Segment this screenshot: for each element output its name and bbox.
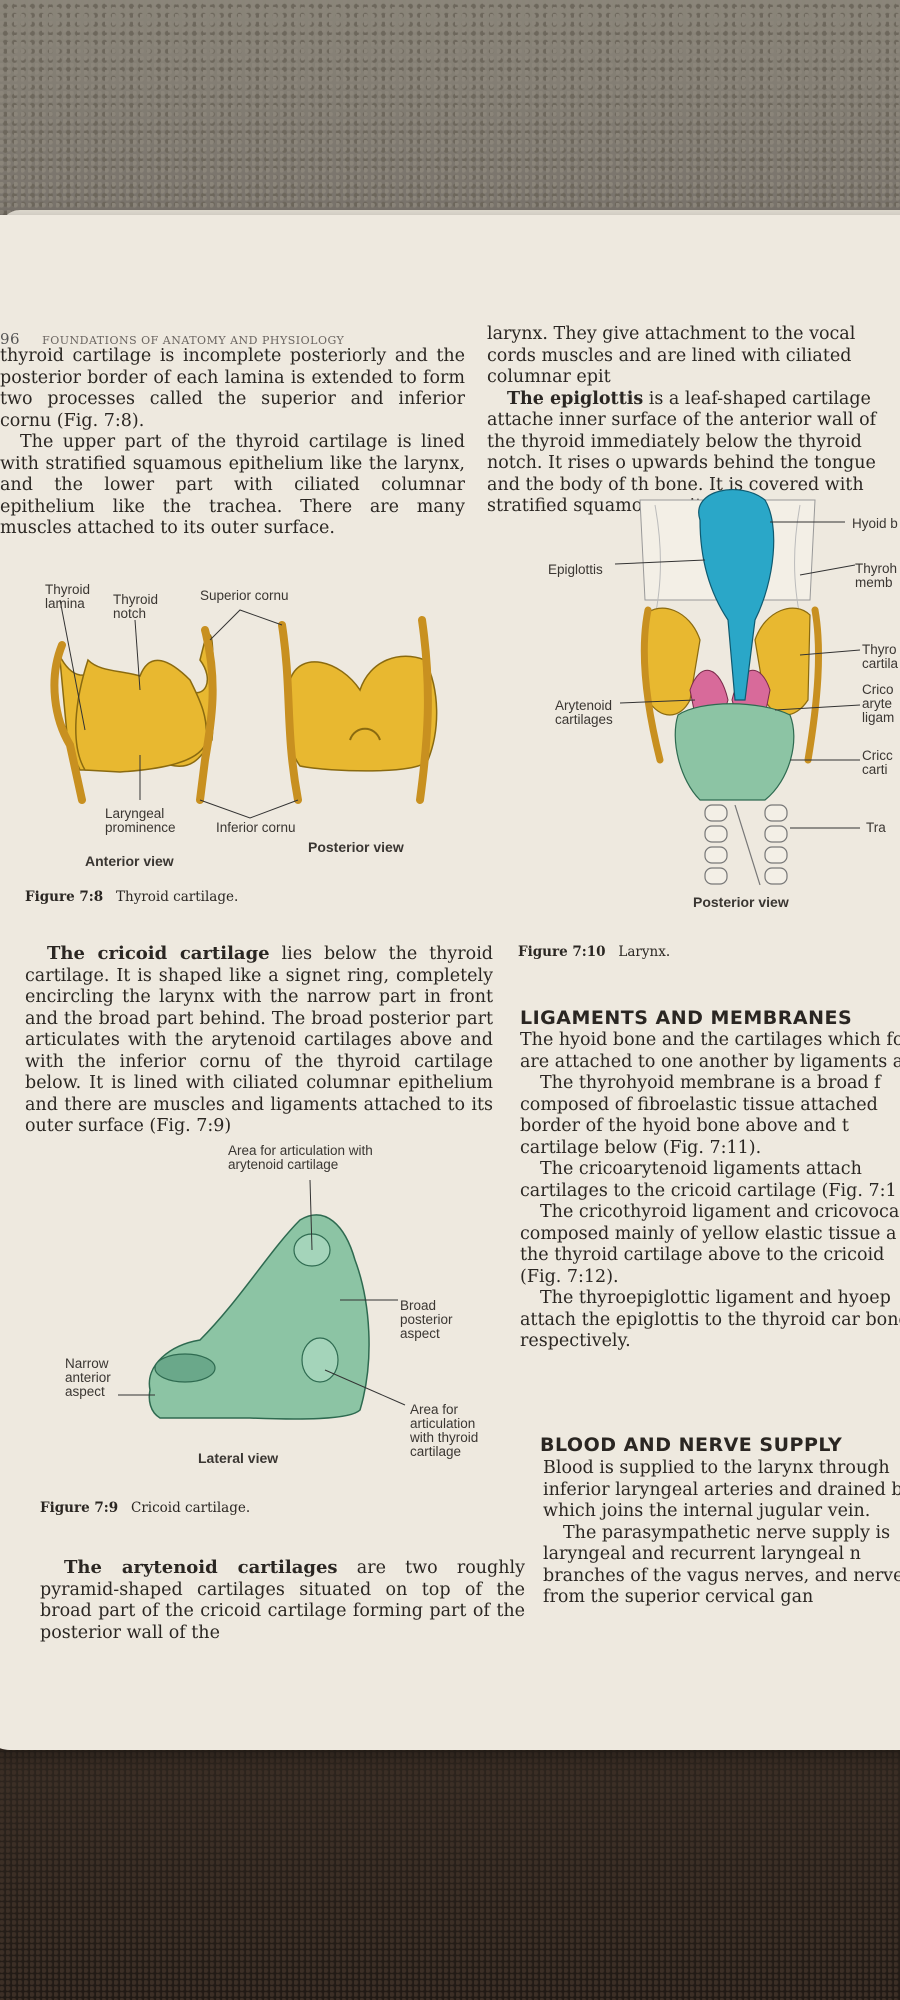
blood-body: Blood is supplied to the larynx through … xyxy=(543,1458,900,1609)
figure-7-8-caption: Figure 7:8 Thyroid cartilage. xyxy=(25,889,238,905)
figure-7-9-caption: Figure 7:9 Cricoid cartilage. xyxy=(40,1500,250,1516)
arytenoid-paragraph: The arytenoid cartilages are two roughly… xyxy=(40,1557,525,1644)
blood-p1: Blood is supplied to the larynx through … xyxy=(543,1458,900,1521)
book-page xyxy=(0,215,900,1750)
ligaments-p4: The cricothyroid ligament and cricovoca … xyxy=(520,1202,900,1287)
ligaments-p5: The thyroepiglottic ligament and hyoep a… xyxy=(520,1288,900,1351)
figure-7-8-number: Figure 7:8 xyxy=(25,889,104,905)
background-carpet-top xyxy=(0,0,900,240)
ligaments-p3: The cricoarytenoid ligaments attach cart… xyxy=(520,1159,897,1201)
arytenoid-heading: The arytenoid cartilages xyxy=(64,1557,338,1578)
figure-7-10-number: Figure 7:10 xyxy=(518,944,606,960)
ligaments-p2: The thyrohyoid membrane is a broad f com… xyxy=(520,1073,881,1158)
cricoid-paragraph: The cricoid cartilage lies below the thy… xyxy=(25,943,493,1138)
figure-7-10-caption: Figure 7:10 Larynx. xyxy=(518,944,670,960)
running-header: 96 FOUNDATIONS OF ANATOMY AND PHYSIOLOGY xyxy=(0,330,344,348)
figure-7-9-text: Cricoid cartilage. xyxy=(131,1500,251,1516)
left-para-1-text: thyroid cartilage is incomplete posterio… xyxy=(0,346,465,431)
figure-7-9-number: Figure 7:9 xyxy=(40,1500,119,1516)
background-carpet-bottom xyxy=(0,1740,900,2000)
ligaments-p1: The hyoid bone and the cartilages which … xyxy=(520,1030,900,1072)
blood-p2: The parasympathetic nerve supply is lary… xyxy=(543,1522,900,1608)
arytenoid-text: are two roughly pyramid-shaped cartilage… xyxy=(40,1558,525,1643)
right-para-1-text: larynx. They give attachment to the voca… xyxy=(487,324,856,387)
page-number: 96 xyxy=(0,330,21,348)
cricoid-text: lies below the thyroid cartilage. It is … xyxy=(25,944,493,1136)
cricoid-heading: The cricoid cartilage xyxy=(47,943,270,964)
right-para-1: larynx. They give attachment to the voca… xyxy=(487,324,900,518)
running-title: FOUNDATIONS OF ANATOMY AND PHYSIOLOGY xyxy=(42,334,345,347)
figure-7-10-text: Larynx. xyxy=(618,944,671,960)
epiglottis-text: is a leaf-shaped cartilage attache inner… xyxy=(487,388,877,517)
figure-7-8-text: Thyroid cartilage. xyxy=(116,889,239,905)
left-para-1: thyroid cartilage is incomplete posterio… xyxy=(0,346,465,540)
ligaments-body: The hyoid bone and the cartilages which … xyxy=(520,1030,900,1353)
left-para-2-text: The upper part of the thyroid cartilage … xyxy=(0,432,465,538)
ligaments-heading: LIGAMENTS AND MEMBRANES xyxy=(520,1007,853,1029)
epiglottis-heading: The epiglottis xyxy=(507,388,644,409)
blood-heading: BLOOD AND NERVE SUPPLY xyxy=(540,1434,843,1456)
